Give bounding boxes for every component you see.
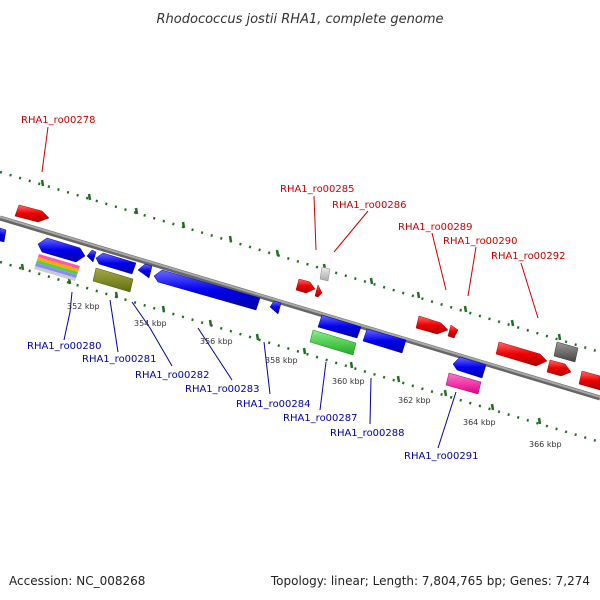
top-strand-genes (14, 204, 600, 391)
genome-summary-text: Topology: linear; Length: 7,804,765 bp; … (270, 574, 590, 588)
gene-arrow[interactable] (269, 300, 282, 315)
tick-label: 366 kbp (529, 440, 562, 449)
gene-label[interactable]: RHA1_ro00287 (283, 413, 358, 424)
gene-arrow[interactable] (314, 284, 323, 298)
gene-label[interactable]: RHA1_ro00280 (27, 341, 102, 352)
tick-label: 352 kbp (67, 302, 100, 311)
gene-label[interactable]: RHA1_ro00281 (82, 354, 157, 365)
gene-label[interactable]: RHA1_ro00291 (404, 451, 479, 462)
scale-labels: 352 kbp 354 kbp 356 kbp 358 kbp 360 kbp … (67, 302, 562, 449)
gene-arrow[interactable] (37, 237, 86, 263)
gene-label[interactable]: RHA1_ro00290 (443, 236, 518, 247)
gene-stack-rrna[interactable] (34, 254, 80, 281)
bottom-strand-genes (0, 227, 487, 395)
gene-box-green[interactable] (309, 329, 357, 356)
gene-label[interactable]: RHA1_ro00288 (330, 428, 405, 439)
gene-box-pink[interactable] (445, 372, 482, 395)
bottom-gene-labels: RHA1_ro00280 RHA1_ro00281 RHA1_ro00282 R… (27, 341, 479, 462)
gene-arrow[interactable] (578, 370, 600, 391)
tick-label: 358 kbp (265, 356, 298, 365)
gene-label[interactable]: RHA1_ro00286 (332, 200, 407, 211)
gene-arrow[interactable] (14, 204, 50, 223)
gene-arrow[interactable] (95, 252, 137, 275)
gene-arrow[interactable] (295, 278, 316, 294)
gene-arrow[interactable] (153, 269, 261, 311)
gene-label[interactable]: RHA1_ro00283 (185, 384, 260, 395)
gene-box-light[interactable] (319, 266, 331, 282)
gene-arrow[interactable] (495, 341, 548, 367)
scale-track-top (0, 170, 600, 354)
gene-label[interactable]: RHA1_ro00278 (21, 115, 96, 126)
gene-arrow[interactable] (362, 328, 407, 354)
tick-label: 356 kbp (200, 337, 233, 346)
top-leader-lines (41, 126, 539, 319)
tick-label: 354 kbp (134, 319, 167, 328)
genome-backbone (0, 215, 600, 401)
accession-text: Accession: NC_008268 (9, 574, 145, 588)
bottom-leader-lines (63, 291, 457, 449)
gene-arrow[interactable] (415, 315, 449, 335)
tick-label: 362 kbp (398, 396, 431, 405)
gene-box-olive[interactable] (92, 267, 134, 293)
gene-arrow[interactable] (0, 227, 7, 243)
tick-label: 364 kbp (463, 418, 496, 427)
top-gene-labels: RHA1_ro00278 RHA1_ro00285 RHA1_ro00286 R… (21, 115, 566, 262)
map-title: Rhodococcus jostii RHA1, complete genome (157, 12, 444, 27)
gene-label[interactable]: RHA1_ro00292 (491, 251, 566, 262)
tick-label: 360 kbp (332, 377, 365, 386)
gene-arrow[interactable] (86, 249, 97, 263)
gene-label[interactable]: RHA1_ro00282 (135, 370, 210, 381)
gene-arrow[interactable] (546, 359, 572, 377)
gene-label[interactable]: RHA1_ro00289 (398, 222, 473, 233)
gene-box-gray[interactable] (553, 341, 579, 363)
gene-arrow[interactable] (452, 356, 487, 379)
gene-label[interactable]: RHA1_ro00284 (236, 399, 311, 410)
gene-arrow[interactable] (447, 324, 459, 339)
gene-arrow[interactable] (137, 263, 153, 279)
gene-arrow[interactable] (317, 314, 362, 339)
gene-label[interactable]: RHA1_ro00285 (280, 184, 355, 195)
